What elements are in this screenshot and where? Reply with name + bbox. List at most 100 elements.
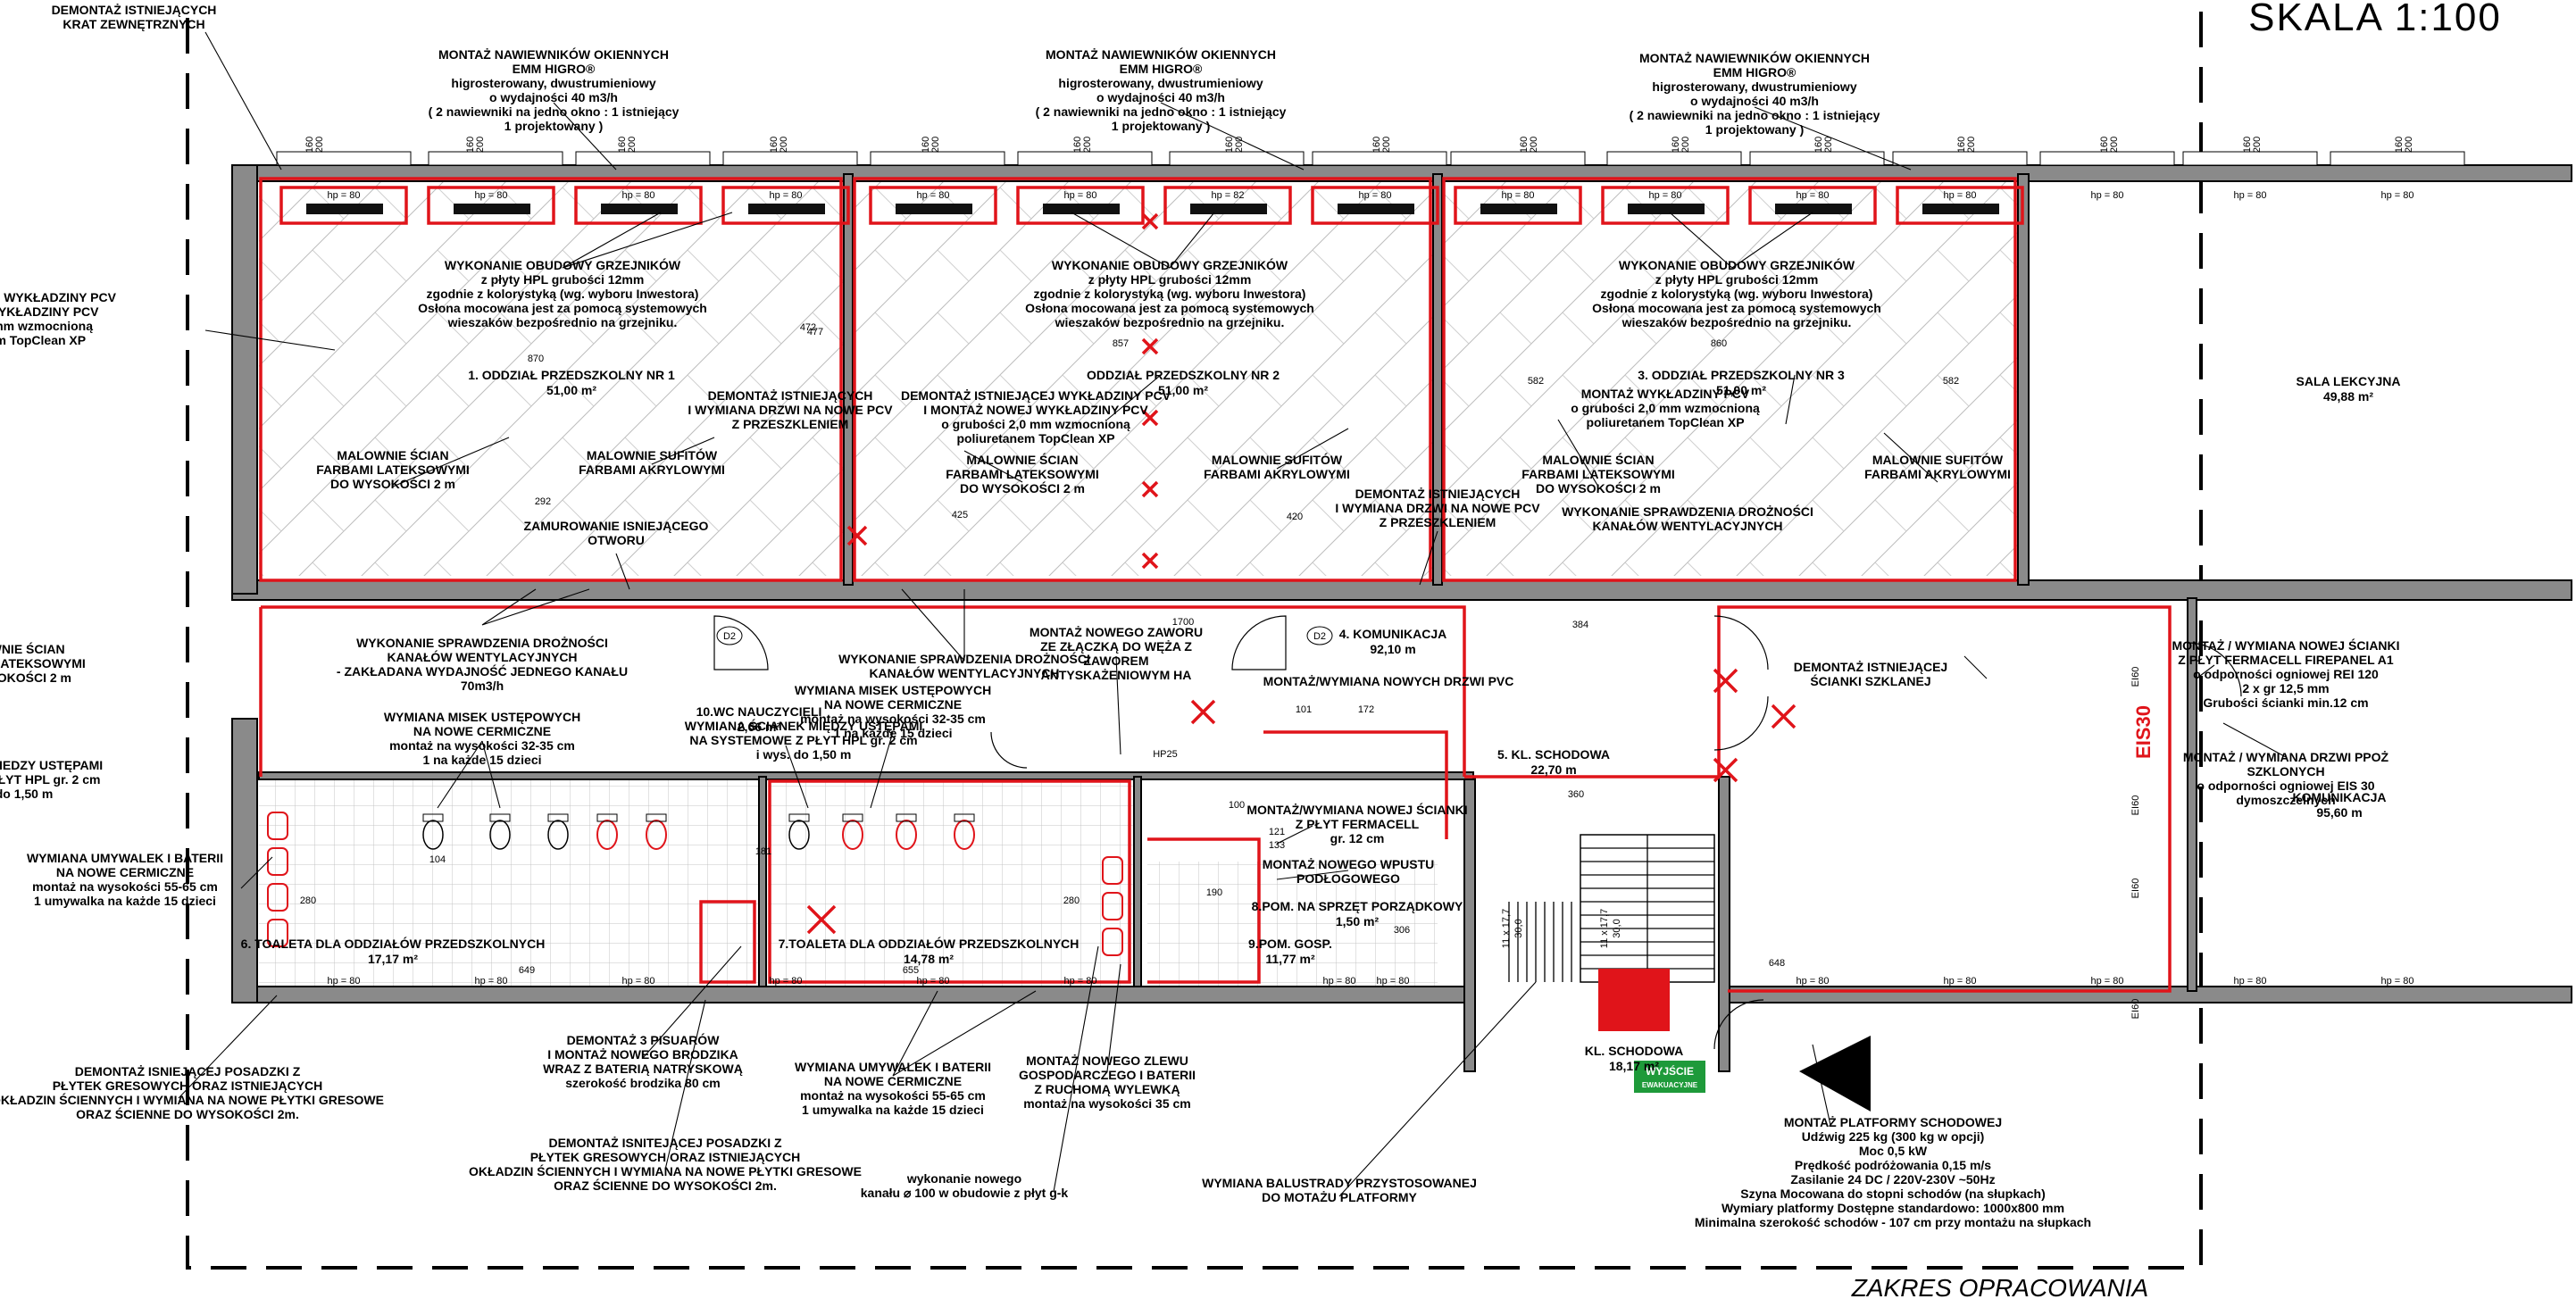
door-tag-text: D2 [1313, 631, 1326, 642]
dimension-label-text: EI60 [2130, 878, 2141, 899]
eis30-label: EIS30 [2132, 705, 2155, 759]
demolition-marks [806, 212, 1797, 935]
window-tag: 160200 [2099, 137, 2120, 153]
dimension-label: 306 [1394, 925, 1410, 936]
hp-label: hp = 80 [769, 190, 802, 201]
dimension-label: 181 [755, 846, 771, 857]
hp-label: hp = 82 [1211, 190, 1244, 201]
window-tag: 160200 [1956, 137, 1977, 153]
hp-label: hp = 80 [1063, 190, 1096, 201]
sinks [267, 812, 1123, 956]
note-n-drzwi-pvc: MONTAŻ/WYMIANA NOWYCH DRZWI PVC [1263, 674, 1514, 688]
exit-sign: WYJŚCIE EWAKUACYJNE [1634, 1061, 1705, 1093]
scale-label: SKALA 1:100 [2248, 0, 2502, 39]
window-tag: 160200 [2394, 137, 2414, 153]
hp-label: hp = 80 [2380, 190, 2413, 201]
wc-fixtures [422, 813, 975, 850]
hp-label: hp = 80 [1501, 190, 1534, 201]
hp-label: hp = 80 [2233, 190, 2266, 201]
hp-label: hp = 80 [2090, 976, 2123, 987]
dimension-label: 655 [903, 965, 919, 976]
dimension-label: 857 [1113, 338, 1129, 349]
evacuation-arrow-icon [1799, 1036, 1871, 1112]
hp-label: hp = 80 [327, 190, 360, 201]
dimension-label-text: EI60 [2130, 795, 2141, 816]
dimension-label: EI60 [2130, 667, 2141, 687]
window-tag-text: 160200 [921, 137, 941, 153]
hp-label: hp = 80 [916, 190, 949, 201]
hp-label: hp = 80 [2233, 976, 2266, 987]
dimension-label: 420 [1287, 512, 1303, 522]
window-tag: 160200 [1371, 137, 1392, 153]
hp-label: hp = 80 [621, 976, 654, 987]
window-tag: 160200 [1813, 137, 1834, 153]
red-outlines [259, 177, 2172, 993]
dimension-label: 477 [807, 327, 823, 337]
hp-label: hp = 80 [769, 976, 802, 987]
window-tag-text: 160200 [1956, 137, 1977, 153]
dimension-label: 100 [1229, 800, 1245, 811]
window-tag-text: 160200 [1519, 137, 1539, 153]
hp25-label: HP25 [1153, 749, 1178, 760]
window-tag-text: 160200 [1072, 137, 1093, 153]
window-tag: 160200 [2242, 137, 2263, 153]
window-tag-text: 160200 [1224, 137, 1245, 153]
door-tag-text: D2 [723, 631, 736, 642]
window-tag-text: 160200 [769, 137, 789, 153]
hp-label: hp = 80 [1796, 190, 1829, 201]
window-tag: 160200 [304, 137, 325, 153]
door-tag: D2 [716, 626, 743, 645]
dimension-label: 121 [1269, 827, 1285, 837]
dimension-label: EI60 [2130, 795, 2141, 816]
window-tag-text: 160200 [465, 137, 486, 153]
stair-platform-lift [1598, 969, 1670, 1031]
exit-sign-label: WYJŚCIE [1646, 1064, 1694, 1078]
hp-label: hp = 80 [1648, 190, 1681, 201]
hp-label: hp = 80 [1358, 190, 1391, 201]
hp-label: hp = 80 [474, 190, 507, 201]
dimension-label: EI60 [2130, 878, 2141, 899]
hp-label: hp = 80 [1943, 976, 1976, 987]
scope-boundary [186, 0, 2203, 1270]
dimension-label: 101 [1296, 704, 1312, 715]
dimension-label: 582 [1943, 376, 1959, 387]
dimension-label: 384 [1572, 620, 1588, 630]
window-tag-text: 160200 [304, 137, 325, 153]
window-tag: 160200 [769, 137, 789, 153]
